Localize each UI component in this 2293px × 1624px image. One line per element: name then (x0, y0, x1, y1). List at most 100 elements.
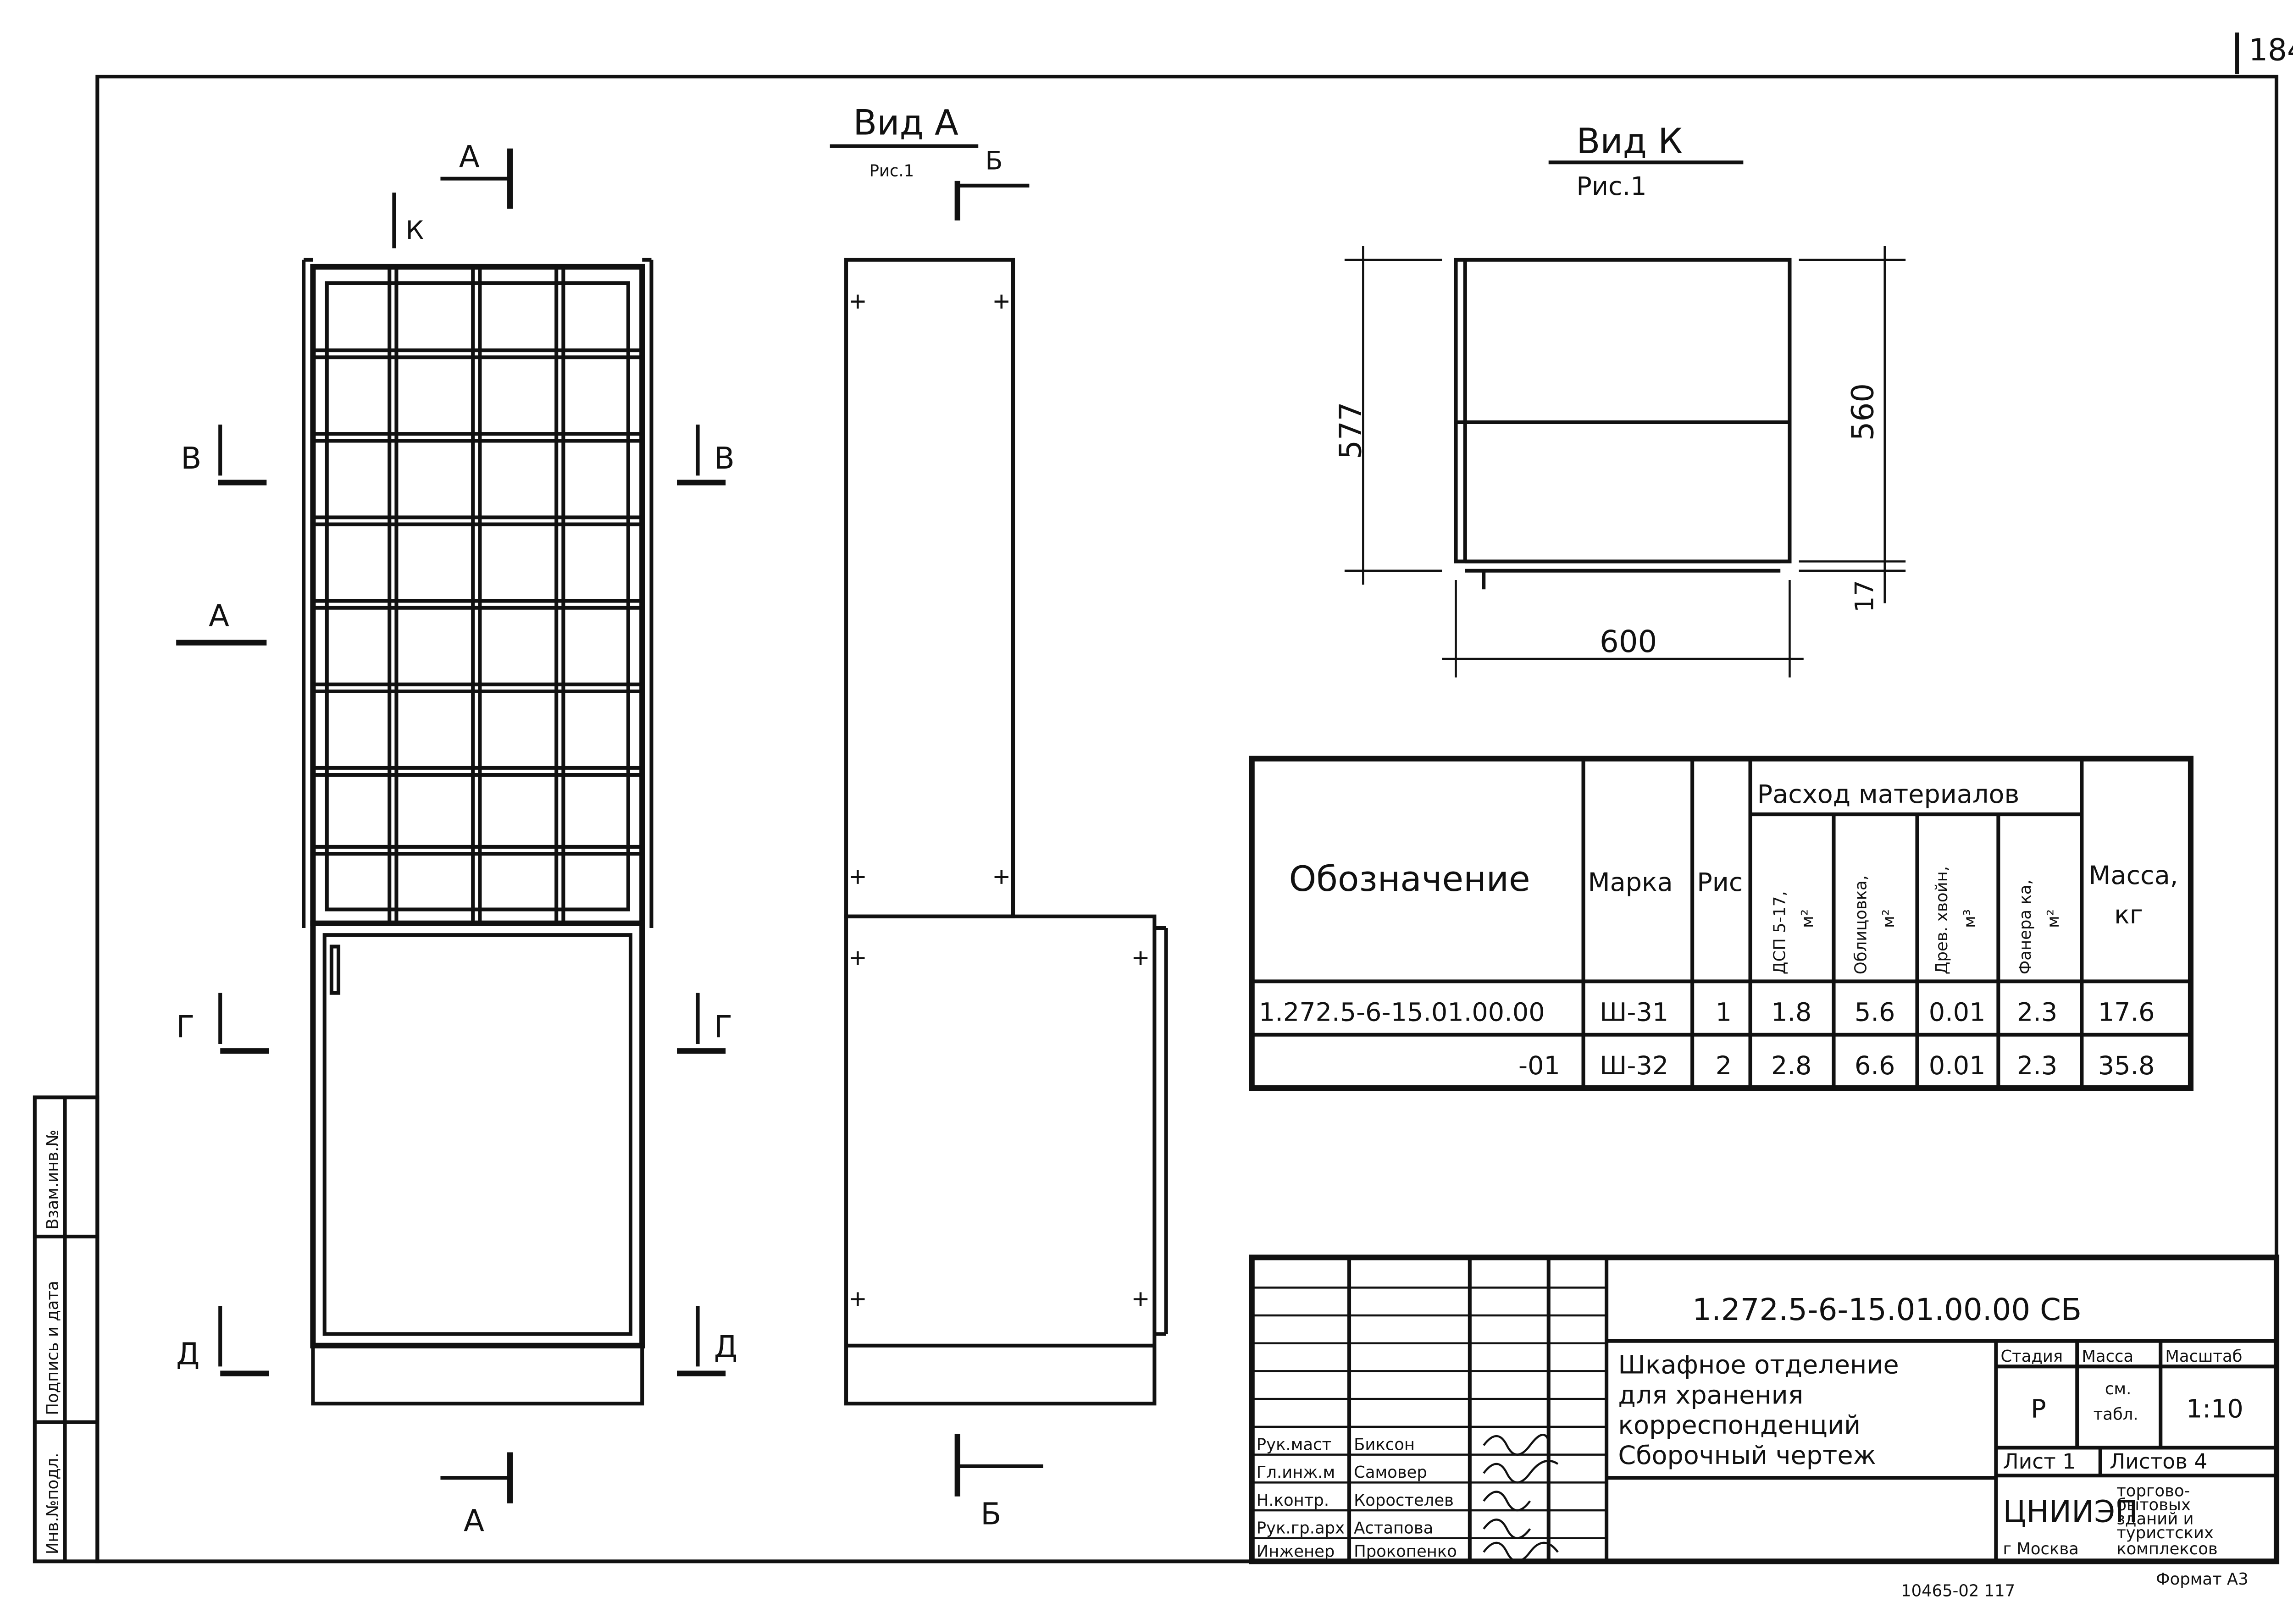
lower-cabinet-frame (310, 920, 645, 1348)
svg-text:Ш-31: Ш-31 (1600, 997, 1668, 1027)
view-k-subtitle: Рис.1 (1576, 171, 1646, 201)
svg-text:17.6: 17.6 (2098, 997, 2155, 1027)
svg-text:м²: м² (1798, 909, 1817, 928)
svg-text:Инженер: Инженер (1257, 1542, 1335, 1561)
footer-code: 10465-02 117 (1901, 1581, 2015, 1600)
subheader-oblits: Облицовка, (1851, 875, 1870, 974)
svg-text:А: А (459, 139, 480, 174)
section-marker-a-left: А (176, 598, 267, 646)
org-city: г Москва (2003, 1540, 2079, 1558)
sheet-number: Лист 1 (2003, 1449, 2076, 1474)
page-number: 184 (2249, 33, 2293, 68)
svg-text:Астапова: Астапова (1354, 1519, 1433, 1538)
svg-text:Г: Г (176, 1009, 194, 1044)
title-code: 1.272.5-6-15.01.00.00 СБ (1692, 1292, 2082, 1327)
scale-label: Масштаб (2165, 1347, 2242, 1366)
svg-text:Гл.инж.м: Гл.инж.м (1257, 1463, 1335, 1482)
section-marker-a-bottom: А (440, 1452, 513, 1539)
header-mass-unit: кг (2114, 900, 2143, 930)
org-name: ЦНИИЭП (2003, 1494, 2138, 1529)
table-row: 1.272.5-6-15.01.00.00 Ш-31 1 1.8 5.6 0.0… (1259, 997, 2155, 1027)
section-marker-g-right: Г (677, 993, 732, 1054)
svg-text:А: А (464, 1503, 484, 1539)
svg-text:Ш-32: Ш-32 (1600, 1051, 1668, 1081)
section-marker-v-right: В (677, 424, 735, 486)
side-stamp-replaced: Взам.инв.№ (43, 1130, 62, 1230)
plinth (311, 1343, 644, 1406)
svg-text:Прокопенко: Прокопенко (1354, 1542, 1457, 1561)
section-marker-d-left: Д (176, 1306, 269, 1376)
dim-560: 560 (1845, 383, 1880, 441)
svg-text:Д: Д (176, 1336, 199, 1371)
svg-text:6.6: 6.6 (1855, 1051, 1895, 1081)
scale-value: 1:10 (2186, 1394, 2243, 1424)
svg-text:Рук.маст: Рук.маст (1257, 1435, 1331, 1454)
svg-text:0.01: 0.01 (1929, 997, 1986, 1027)
dim-17: 17 (1850, 580, 1879, 613)
mass-label: Масса (2082, 1347, 2133, 1366)
section-marker-b-bottom: Б (954, 1434, 1043, 1531)
stage-value: Р (2031, 1394, 2046, 1424)
sheets-total: Листов 4 (2110, 1449, 2207, 1474)
view-a-subtitle: Рис.1 (870, 162, 914, 181)
section-marker-v-left: В (181, 424, 267, 486)
dim-577: 577 (1333, 402, 1368, 459)
svg-text:В: В (714, 441, 735, 476)
header-fig: Рис (1697, 867, 1743, 897)
svg-text:1.8: 1.8 (1771, 997, 1811, 1027)
svg-text:1.272.5-6-15.01.00.00: 1.272.5-6-15.01.00.00 (1259, 997, 1545, 1027)
svg-text:Рук.гр.арх: Рук.гр.арх (1257, 1519, 1345, 1538)
subheader-drev: Древ. хвойн, (1933, 866, 1951, 974)
svg-text:м²: м² (1879, 909, 1898, 928)
svg-text:2.3: 2.3 (2017, 997, 2057, 1027)
svg-text:А: А (209, 598, 229, 634)
svg-text:м³: м³ (1961, 909, 1979, 928)
mass-value-2: табл. (2094, 1405, 2138, 1424)
header-mass: Масса, (2089, 861, 2178, 890)
svg-text:зданий и: зданий и (2116, 1509, 2193, 1528)
footer-format: Формат А3 (2156, 1570, 2248, 1589)
dim-600: 600 (1600, 624, 1657, 659)
section-marker-g-left: Г (176, 993, 269, 1054)
stage-label: Стадия (2000, 1347, 2063, 1366)
side-stamp-signature: Подпись и дата (43, 1281, 62, 1415)
svg-text:5.6: 5.6 (1855, 997, 1895, 1027)
staff-row: Рук.маст Биксон (1257, 1434, 1550, 1456)
header-mark: Марка (1588, 867, 1673, 897)
view-a-title: Вид А (853, 102, 958, 143)
svg-text:туристских: туристских (2116, 1524, 2214, 1542)
title-line-3: корреспонденций (1618, 1410, 1861, 1440)
title-line-1: Шкафное отделение (1618, 1350, 1899, 1380)
svg-text:1: 1 (1716, 997, 1732, 1027)
view-k: Вид К Рис.1 577 560 17 600 (1333, 121, 1906, 678)
svg-text:Биксон: Биксон (1354, 1435, 1415, 1454)
view-k-body (1454, 258, 1792, 563)
view-a-lower-body (844, 914, 1157, 1406)
svg-text:2.3: 2.3 (2017, 1051, 2057, 1081)
staff-row: Н.контр. Коростелев (1257, 1491, 1531, 1512)
svg-text:Г: Г (714, 1009, 732, 1044)
svg-text:2.8: 2.8 (1771, 1051, 1811, 1081)
materials-table-frame (1249, 756, 2194, 1091)
section-marker-k: К (392, 192, 424, 249)
svg-text:2: 2 (1716, 1051, 1732, 1081)
front-view: А К В В А Г Г (176, 139, 737, 1538)
view-a: Вид А Рис.1 Б Б (830, 102, 1168, 1531)
side-stamp-inv: Инв.№подл. (43, 1453, 62, 1554)
svg-text:К: К (406, 215, 424, 245)
subheader-dsp: ДСП 5-17, (1770, 891, 1789, 974)
drawing-frame (95, 74, 2279, 1563)
svg-text:Б: Б (980, 1496, 1001, 1531)
staff-row: Рук.гр.арх Астапова (1257, 1519, 1531, 1539)
svg-text:Коростелев: Коростелев (1354, 1491, 1454, 1510)
subheader-fanera: Фанера ка, (2016, 879, 2035, 974)
section-marker-b-top: Б (954, 146, 1030, 221)
title-line-2: для хранения (1618, 1380, 1803, 1410)
svg-text:м²: м² (2044, 909, 2063, 928)
mass-value-1: см. (2105, 1380, 2131, 1398)
title-line-4: Сборочный чертеж (1618, 1441, 1876, 1470)
svg-text:Д: Д (714, 1329, 737, 1364)
section-marker-a-top: А (440, 139, 513, 209)
header-materials: Расход материалов (1757, 779, 2020, 809)
